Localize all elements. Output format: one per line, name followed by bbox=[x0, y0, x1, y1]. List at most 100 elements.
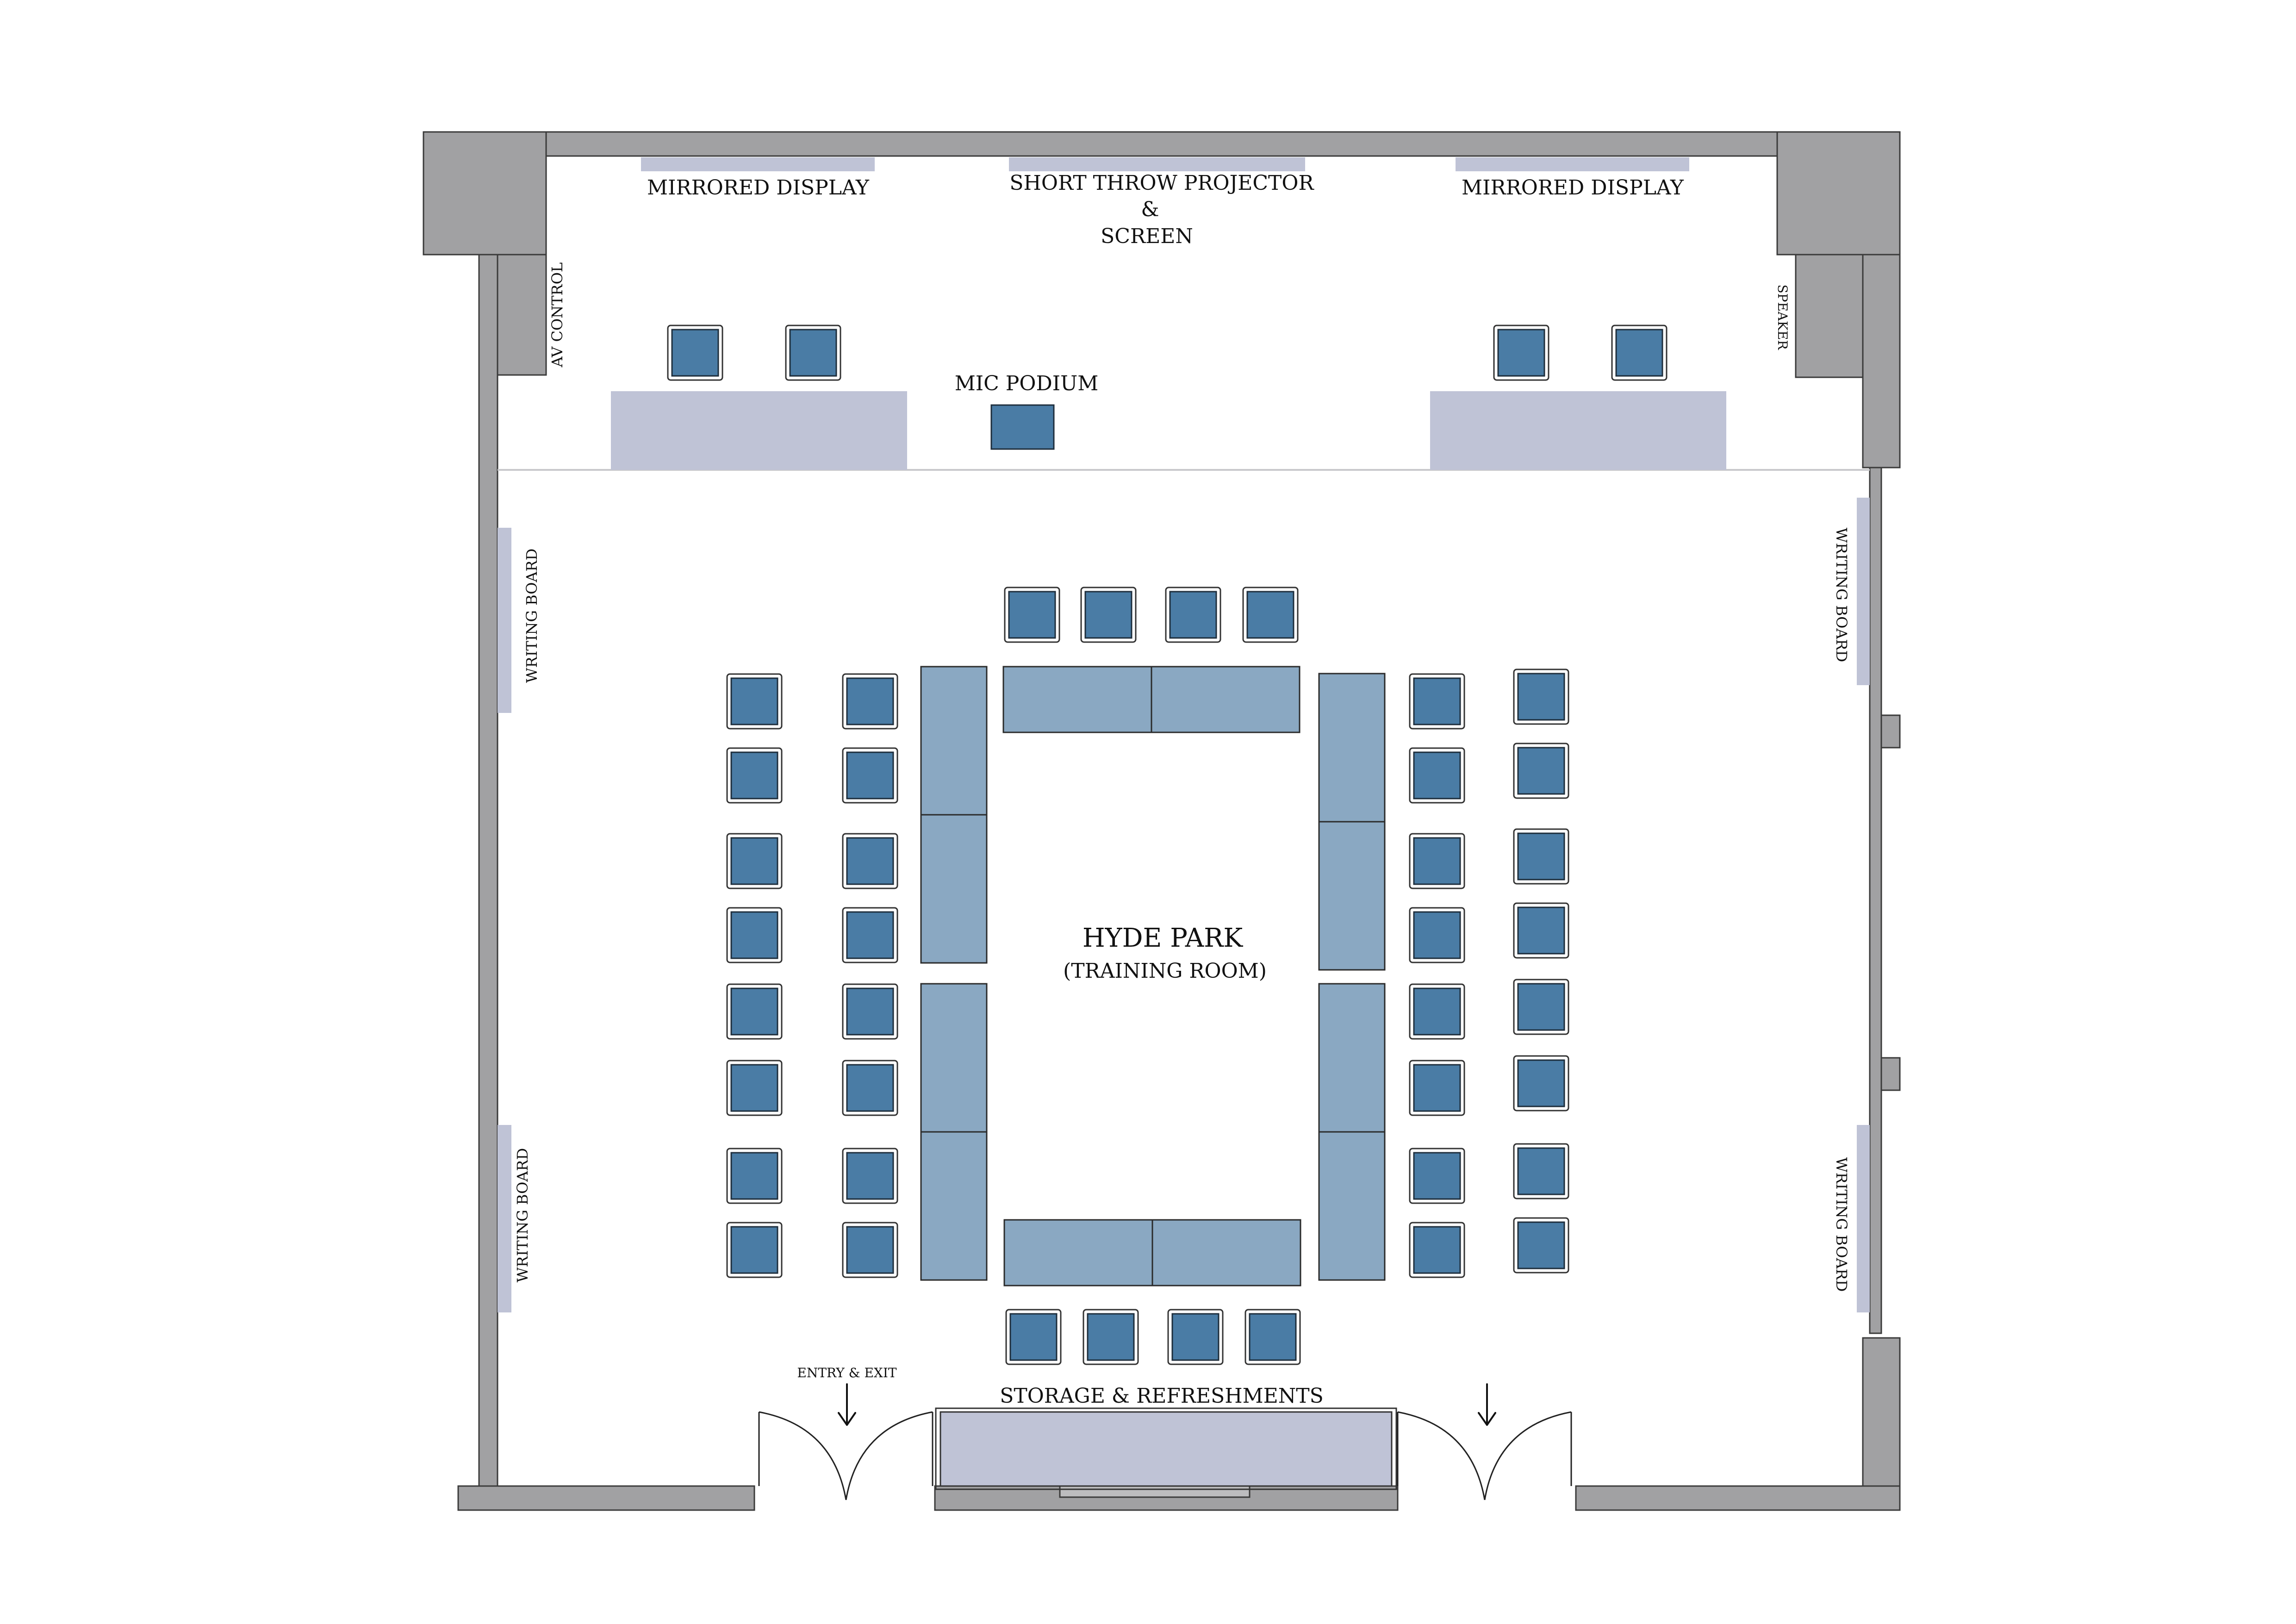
stage-desk-right bbox=[1430, 391, 1726, 470]
table-bottom-left bbox=[1003, 1219, 1153, 1287]
label-projector-line2: SCREEN bbox=[1101, 225, 1193, 248]
label-writing-board-right-top: WRITING BOARD bbox=[1833, 528, 1850, 662]
chair-icon bbox=[842, 833, 898, 889]
chair-seat bbox=[1413, 677, 1461, 725]
chair-seat bbox=[1171, 1313, 1220, 1361]
label-mirrored-display-left: MIRRORED DISPLAY bbox=[647, 176, 870, 200]
chair-icon bbox=[1165, 587, 1221, 643]
mirrored-display-right bbox=[1456, 157, 1689, 171]
chair-icon bbox=[726, 747, 783, 804]
chair-seat bbox=[1413, 1152, 1461, 1200]
writing-board-right-top bbox=[1857, 498, 1870, 685]
label-room-type: (TRAINING ROOM) bbox=[1063, 959, 1267, 983]
chair-icon bbox=[1409, 747, 1465, 804]
chair-seat bbox=[730, 1226, 778, 1274]
right-wall-nib-2 bbox=[1880, 1057, 1901, 1091]
chair-seat bbox=[1517, 906, 1565, 955]
chair-seat bbox=[730, 987, 778, 1036]
label-writing-board-left-bottom: WRITING BOARD bbox=[514, 1148, 531, 1283]
chair-icon bbox=[1409, 907, 1465, 963]
bottom-wall-recess bbox=[1059, 1485, 1251, 1498]
chair-icon bbox=[1493, 325, 1549, 381]
chair-seat bbox=[730, 911, 778, 959]
chair-icon bbox=[726, 983, 783, 1040]
chair-icon bbox=[726, 673, 783, 730]
label-mirrored-display-right: MIRRORED DISPLAY bbox=[1462, 176, 1684, 200]
table-left-1 bbox=[920, 666, 988, 816]
chair-icon bbox=[842, 907, 898, 963]
arrow-down-icon bbox=[1478, 1383, 1496, 1426]
right-wall-inner bbox=[1869, 467, 1882, 1334]
door-swing-icon bbox=[1484, 1411, 1572, 1500]
chair-icon bbox=[667, 325, 723, 381]
bottom-wall-left bbox=[457, 1485, 755, 1511]
chair-icon bbox=[1409, 1222, 1465, 1278]
chair-seat bbox=[1517, 1221, 1565, 1269]
chair-icon bbox=[1409, 1148, 1465, 1204]
chair-icon bbox=[1513, 1217, 1569, 1274]
chair-icon bbox=[842, 1222, 898, 1278]
table-right-1 bbox=[1318, 673, 1386, 823]
label-room-name: HYDE PARK bbox=[1083, 923, 1244, 953]
chair-icon bbox=[842, 1148, 898, 1204]
label-projector-line1: SHORT THROW PROJECTOR bbox=[1009, 171, 1314, 195]
chair-seat bbox=[730, 837, 778, 885]
chair-icon bbox=[726, 1222, 783, 1278]
chair-icon bbox=[726, 1060, 783, 1116]
writing-board-left-top bbox=[498, 528, 511, 713]
chair-icon bbox=[1244, 1309, 1301, 1365]
door-left bbox=[758, 1411, 933, 1500]
chair-seat bbox=[1413, 751, 1461, 800]
chair-seat bbox=[1246, 591, 1294, 639]
chair-icon bbox=[1513, 743, 1569, 799]
chair-seat bbox=[846, 987, 894, 1036]
left-wall bbox=[478, 254, 498, 1487]
chair-icon bbox=[785, 325, 841, 381]
chair-seat bbox=[1084, 591, 1132, 639]
chair-seat bbox=[846, 911, 894, 959]
chair-seat bbox=[1413, 1064, 1461, 1112]
door-swing-icon bbox=[845, 1411, 933, 1500]
chair-icon bbox=[842, 673, 898, 730]
right-wall-nib-1 bbox=[1880, 714, 1901, 749]
walls bbox=[423, 131, 1901, 1511]
label-entry-exit: ENTRY & EXIT bbox=[797, 1365, 896, 1380]
chair-icon bbox=[1611, 325, 1668, 381]
corner-column-top-left bbox=[423, 131, 547, 256]
label-speaker: SPEAKER bbox=[1775, 284, 1790, 350]
chairs bbox=[667, 325, 1668, 1365]
chair-icon bbox=[726, 833, 783, 889]
training-tables bbox=[920, 666, 1386, 1287]
chair-seat bbox=[1413, 837, 1461, 885]
top-wall bbox=[545, 131, 1778, 157]
table-left-3 bbox=[920, 983, 988, 1133]
chair-icon bbox=[842, 983, 898, 1040]
storage-counter bbox=[940, 1411, 1393, 1487]
door-swing-icon bbox=[759, 1411, 847, 1500]
right-wall-lower bbox=[1862, 1337, 1901, 1510]
table-left-4 bbox=[920, 1131, 988, 1281]
chair-icon bbox=[1005, 1309, 1062, 1365]
right-wall-upper bbox=[1862, 254, 1901, 468]
stage-desk-left bbox=[611, 391, 907, 470]
label-storage: STORAGE & REFRESHMENTS bbox=[1000, 1384, 1324, 1408]
table-top-left bbox=[1002, 666, 1152, 733]
chair-icon bbox=[1513, 902, 1569, 959]
chair-seat bbox=[1413, 1226, 1461, 1274]
label-av-control: AV CONTROL bbox=[548, 262, 566, 368]
chair-seat bbox=[1517, 983, 1565, 1031]
chair-icon bbox=[726, 1148, 783, 1204]
writing-board-left-bottom bbox=[498, 1125, 511, 1312]
chair-icon bbox=[1513, 1055, 1569, 1112]
label-projector-amp: & bbox=[1141, 198, 1159, 221]
chair-seat bbox=[1413, 911, 1461, 959]
table-right-2 bbox=[1318, 821, 1386, 971]
chair-icon bbox=[726, 907, 783, 963]
chair-seat bbox=[1497, 329, 1545, 377]
av-control-box bbox=[497, 254, 547, 376]
chair-seat bbox=[846, 751, 894, 800]
chair-seat bbox=[846, 837, 894, 885]
chair-seat bbox=[1087, 1313, 1135, 1361]
corner-column-top-right bbox=[1776, 131, 1901, 256]
chair-seat bbox=[846, 677, 894, 725]
